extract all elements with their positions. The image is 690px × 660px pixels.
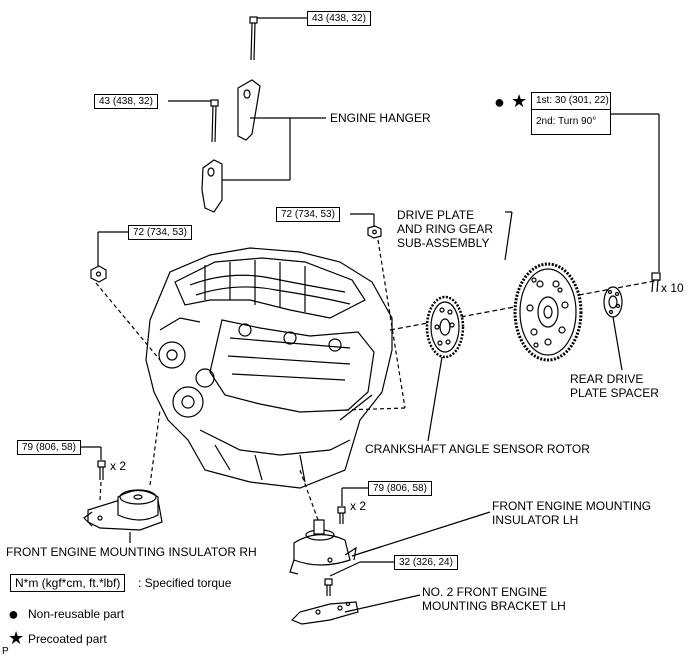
engine-hanger-upper-bolt — [249, 16, 258, 61]
engine-top-nut — [367, 225, 382, 239]
engine-assembly — [145, 247, 393, 489]
torque-callout-hanger-lower: 43 (438, 32) — [94, 94, 158, 109]
label-insulator-lh-line1: FRONT ENGINE MOUNTING — [492, 499, 652, 513]
label-rear-spacer-line1: REAR DRIVE — [570, 372, 644, 386]
torque-callout-bracket-lh: 32 (326, 24) — [394, 555, 458, 570]
drive-plate-step1: 1st: 30 (301, 22) — [532, 93, 610, 110]
legend-torque-units: N*m (kgf*cm, ft.*lbf) — [10, 574, 126, 592]
label-drive-plate-line1: DRIVE PLATE — [397, 208, 475, 222]
legend-non-reusable-symbol: ● — [8, 604, 19, 624]
legend-precoated-text: Precoated part — [28, 632, 107, 646]
drive-plate-bolt — [651, 272, 661, 293]
engine-hanger-upper — [237, 79, 261, 141]
label-drive-plate: DRIVE PLATE AND RING GEAR SUB-ASSEMBLY — [397, 208, 493, 250]
front-engine-mounting-insulator-lh — [289, 519, 357, 575]
legend-torque-desc: : Specified torque — [138, 576, 232, 590]
label-insulator-rh: FRONT ENGINE MOUNTING INSULATOR RH — [6, 545, 257, 559]
label-engine-hanger: ENGINE HANGER — [330, 111, 431, 125]
rear-drive-plate-spacer — [603, 286, 623, 318]
crankshaft-angle-sensor-rotor — [425, 295, 465, 359]
engine-left-nut — [90, 265, 107, 283]
torque-callout-insulator-lh: 79 (806, 58) — [368, 481, 432, 496]
label-drive-plate-line3: SUB-ASSEMBLY — [397, 236, 490, 250]
no2-front-engine-mounting-bracket-lh — [290, 601, 359, 625]
torque-callout-hanger-upper: 43 (438, 32) — [307, 11, 371, 26]
precoated-symbol-drive-plate: ★ — [511, 91, 528, 111]
label-crankshaft-angle-sensor-rotor: CRANKSHAFT ANGLE SENSOR ROTOR — [365, 442, 590, 456]
torque-callout-insulator-rh: 79 (806, 58) — [17, 440, 81, 455]
drive-plate-step2: 2nd: Turn 90° — [536, 116, 597, 127]
insulator-lh-bolt — [337, 506, 346, 524]
front-engine-mounting-insulator-rh — [83, 489, 163, 531]
corner-mark: P — [2, 646, 9, 657]
label-bracket-lh: NO. 2 FRONT ENGINE MOUNTING BRACKET LH — [422, 585, 566, 613]
label-bracket-lh-line1: NO. 2 FRONT ENGINE — [422, 585, 548, 599]
bracket-lh-bolt — [324, 578, 333, 596]
label-insulator-lh: FRONT ENGINE MOUNTING INSULATOR LH — [492, 499, 651, 527]
qty-drive-plate-bolts: x 10 — [661, 281, 684, 295]
label-insulator-lh-line2: INSULATOR LH — [492, 513, 579, 527]
non-reusable-symbol-drive-plate: ● — [494, 92, 505, 112]
legend-precoated-symbol: ★ — [8, 628, 25, 648]
label-drive-plate-line2: AND RING GEAR — [397, 222, 494, 236]
legend-non-reusable-text: Non-reusable part — [28, 607, 125, 621]
qty-insulator-lh-bolts: x 2 — [350, 499, 367, 513]
label-bracket-lh-line2: MOUNTING BRACKET LH — [422, 599, 566, 613]
drive-plate-ring-gear — [513, 262, 583, 362]
label-rear-spacer-line2: PLATE SPACER — [570, 386, 659, 400]
label-rear-drive-plate-spacer: REAR DRIVE PLATE SPACER — [570, 372, 659, 400]
qty-insulator-rh-bolts: x 2 — [110, 459, 127, 473]
torque-callout-top-nut: 72 (734, 53) — [276, 207, 340, 222]
insulator-rh-bolt — [97, 460, 106, 480]
engine-hanger-lower — [201, 159, 223, 213]
torque-callout-left-nut: 72 (734, 53) — [128, 225, 192, 240]
engine-hanger-lower-bolt — [210, 99, 219, 143]
torque-callout-drive-plate: 1st: 30 (301, 22) 2nd: Turn 90° — [531, 92, 611, 135]
